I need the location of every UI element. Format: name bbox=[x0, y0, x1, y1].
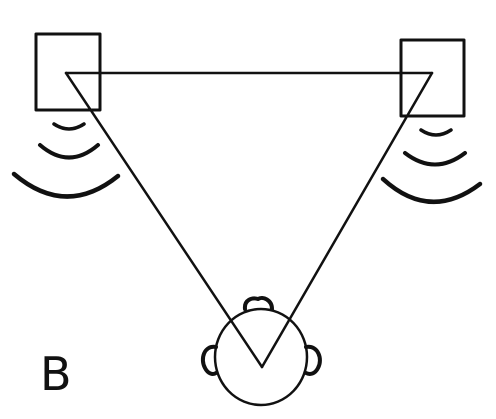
listener-left-ear bbox=[200, 344, 218, 376]
right-speaker bbox=[399, 38, 466, 118]
listening-triangle bbox=[64, 71, 434, 369]
diagram-label: B bbox=[40, 347, 72, 401]
listener-head bbox=[200, 296, 322, 407]
left-sound-waves bbox=[11, 122, 121, 199]
listener-nose bbox=[242, 296, 274, 311]
listener-right-ear bbox=[304, 344, 322, 376]
right-sound-waves bbox=[380, 128, 483, 205]
